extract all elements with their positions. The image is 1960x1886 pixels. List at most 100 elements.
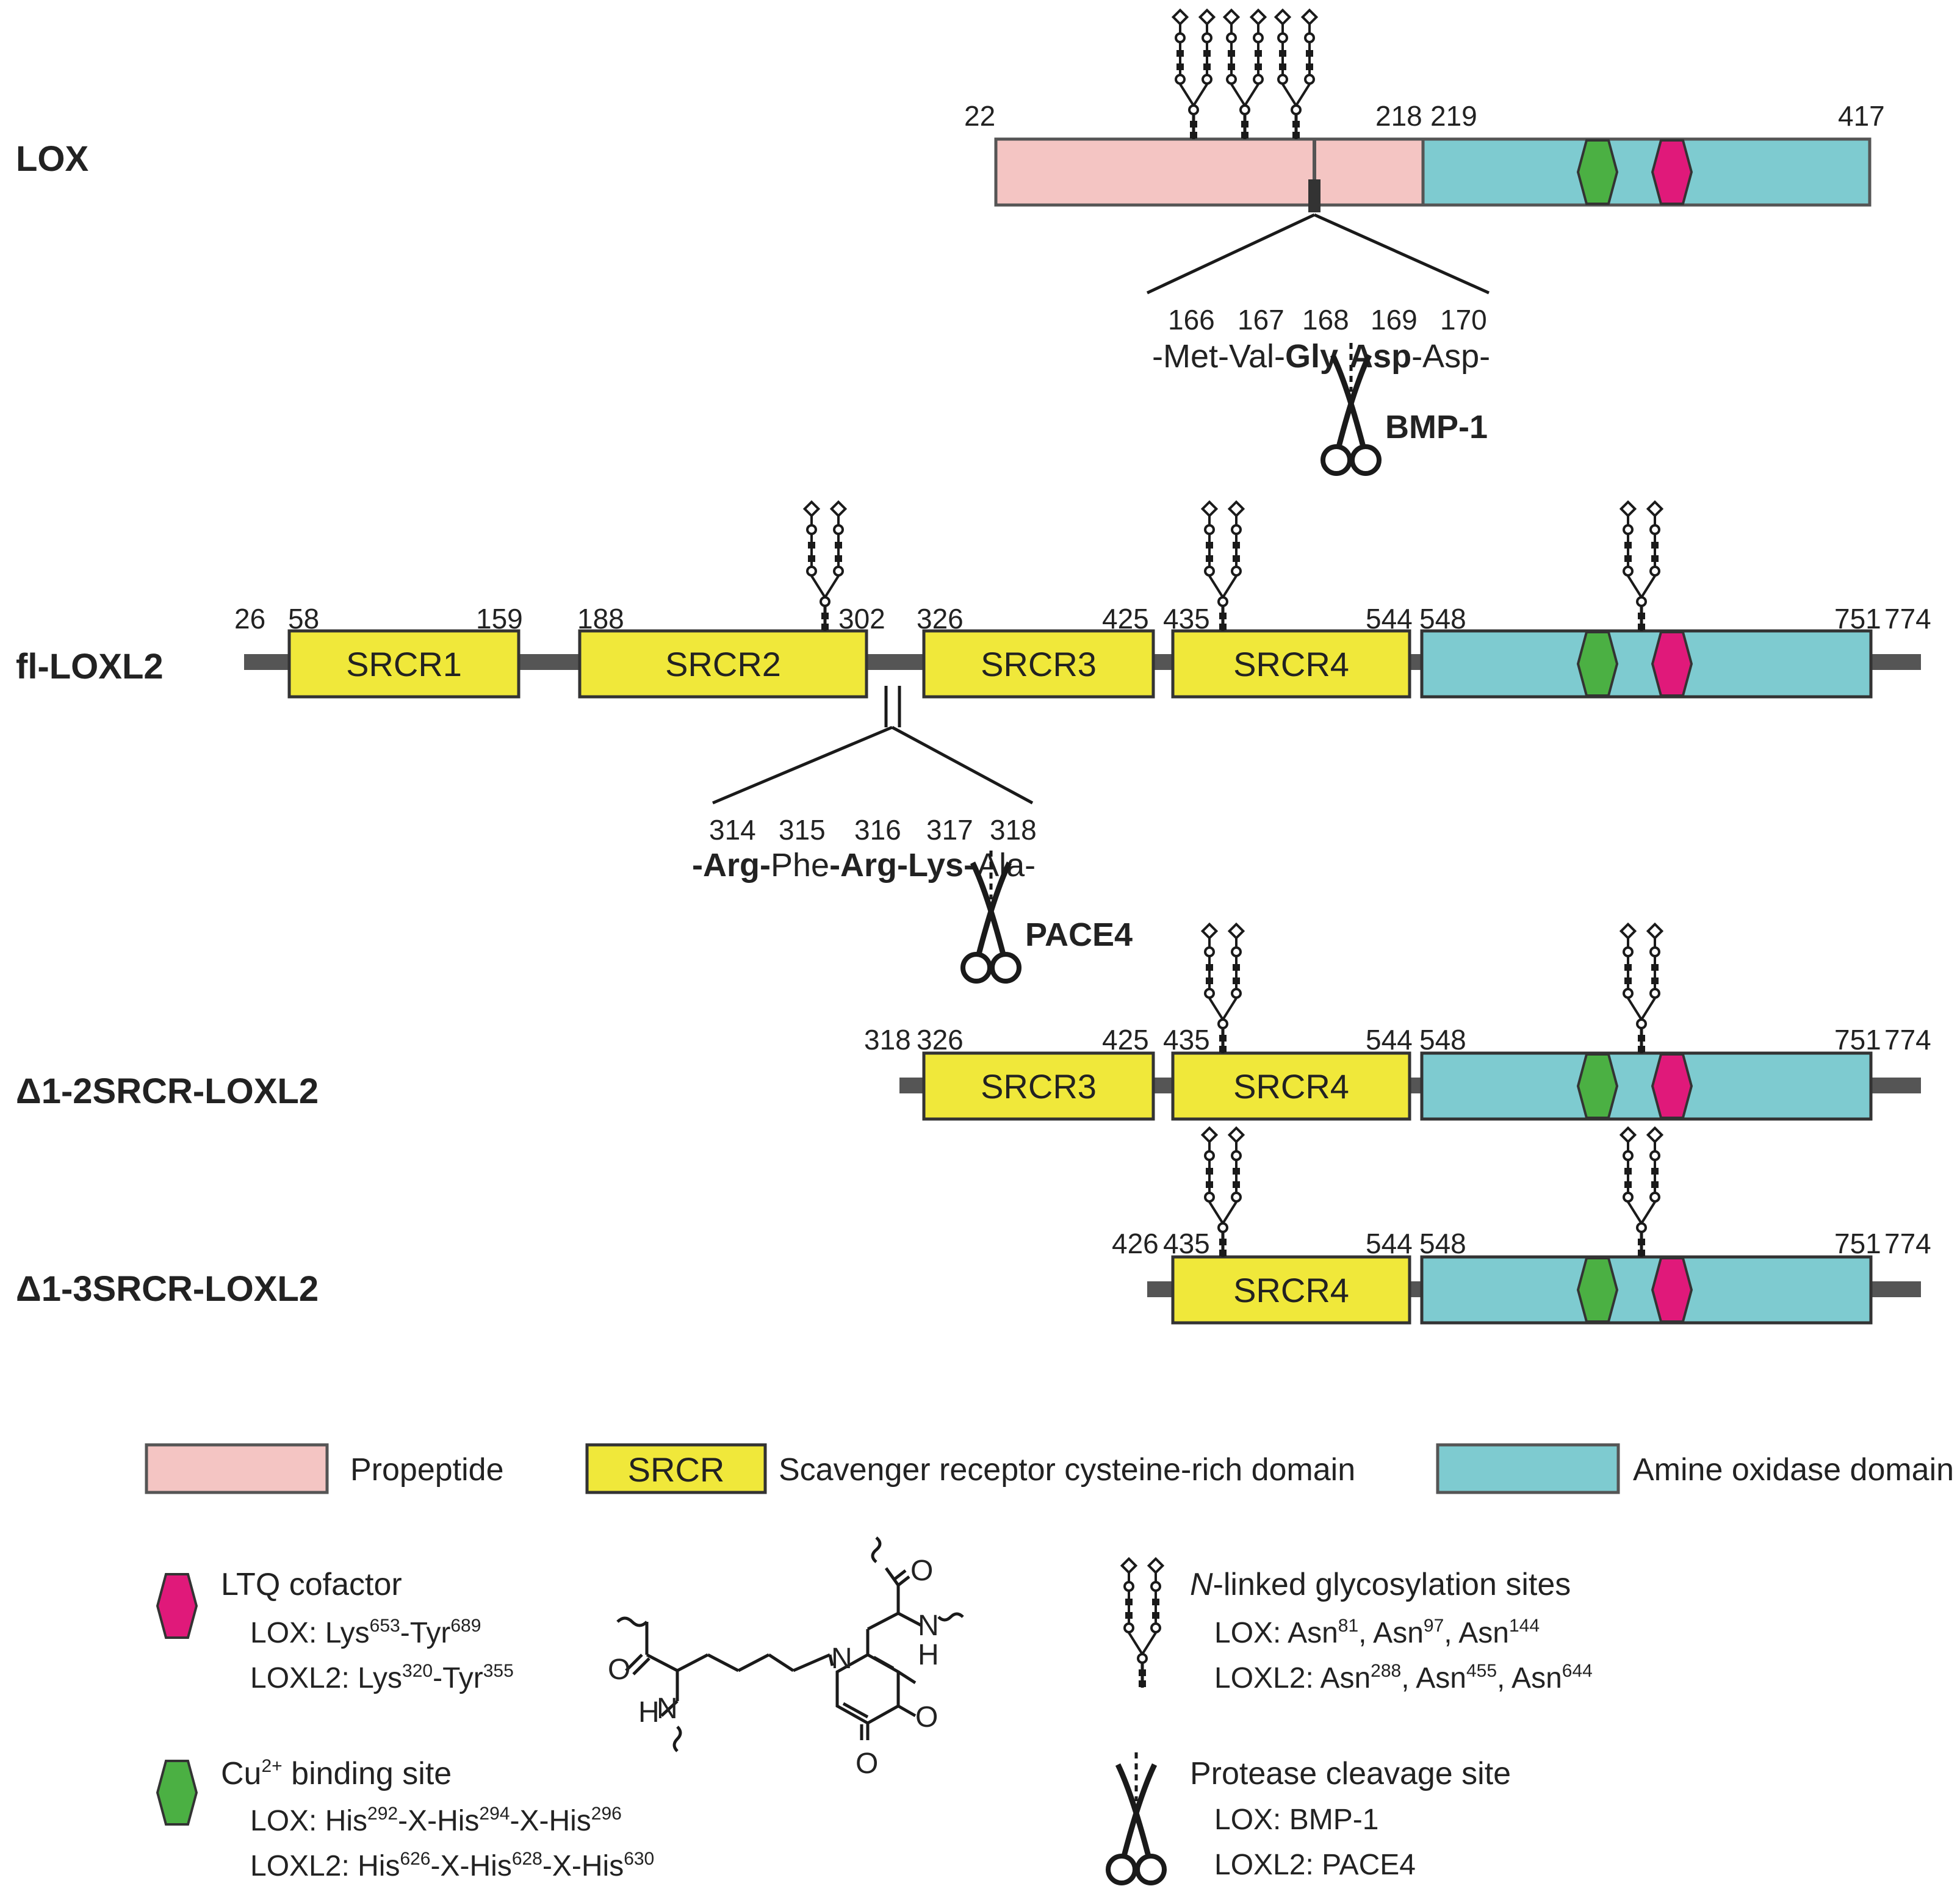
residue-number: 417: [1838, 100, 1885, 132]
svg-text:-Arg-Phe-Arg-Lys-Ala-: -Arg-Phe-Arg-Lys-Ala-: [692, 847, 1036, 884]
residue-number: 751: [1834, 1024, 1881, 1056]
srcr3-domain: [922, 1051, 1155, 1121]
glycosylation-icon: [1621, 1128, 1662, 1257]
legend-title: N-linked glycosylation sites: [1190, 1567, 1571, 1602]
srcr2-domain: [578, 629, 868, 699]
domain-label: SRCR1: [346, 645, 462, 683]
srcr4-domain: [1171, 1051, 1411, 1121]
row-fl-loxl2: fl-LOXL2 SRCR1 SRCR2 SRCR3 SRCR4 26 58 1…: [16, 502, 1931, 981]
row-label: LOX: [16, 139, 89, 179]
glycosylation-icon: [1621, 924, 1662, 1053]
residue-number: 315: [779, 814, 826, 846]
residue-number: 544: [1366, 603, 1413, 635]
legend-detail: LOXL2: Lys320-Tyr355: [250, 1661, 514, 1694]
domain-label: SRCR4: [1233, 1067, 1349, 1106]
residue-number: 774: [1884, 1024, 1931, 1056]
cu-binding-icon: [1577, 1257, 1618, 1323]
residue-number: 751: [1834, 603, 1881, 635]
residue-number: 159: [476, 603, 523, 635]
domain-label: SRCR2: [665, 645, 781, 683]
domain-label: SRCR3: [981, 1067, 1097, 1106]
enzyme-label: BMP-1: [1385, 409, 1488, 445]
row-label: Δ1-2SRCR-LOXL2: [16, 1071, 319, 1111]
residue-number: 188: [577, 603, 624, 635]
residue-number: 548: [1419, 1228, 1466, 1259]
legend-swatch-label: SRCR: [628, 1450, 725, 1489]
residue-number: 26: [234, 603, 265, 635]
enzyme-label: PACE4: [1025, 916, 1133, 953]
residue-number: 548: [1419, 1024, 1466, 1056]
ltq-cofactor-icon: [1651, 631, 1693, 697]
residue-number: 170: [1440, 304, 1487, 336]
svg-text:O: O: [608, 1654, 630, 1686]
amine-oxidase-domain: [1420, 1255, 1873, 1325]
glycosylation-icon: [1225, 10, 1266, 139]
legend-detail: LOXL2: PACE4: [1214, 1849, 1416, 1881]
svg-text:N: N: [918, 1610, 939, 1642]
srcr4-domain: [1171, 1255, 1411, 1325]
cu-binding-icon: [156, 1760, 198, 1826]
row-lox: LOX 22 218 219 417 166 167 168 169 170 -…: [16, 10, 1885, 473]
legend-title: Cu2+ binding site: [221, 1756, 452, 1791]
row-label: Δ1-3SRCR-LOXL2: [16, 1269, 319, 1309]
residue-number: 167: [1238, 304, 1284, 336]
amine-oxidase-domain: [1420, 629, 1873, 699]
ltq-structure-icon: [616, 1536, 964, 1752]
residue-number: 302: [838, 603, 885, 635]
legend: Propeptide SRCR Scavenger receptor cyste…: [145, 1443, 1954, 1883]
legend-detail: LOX: Asn81, Asn97, Asn144: [1214, 1616, 1540, 1649]
glycosylation-icon: [1621, 502, 1662, 631]
legend-detail: LOX: BMP-1: [1214, 1804, 1378, 1836]
legend-detail: LOXL2: His626-X-His628-X-His630: [250, 1849, 654, 1882]
amine-oxidase-domain: [1421, 137, 1872, 207]
amine-oxidase-swatch: [1436, 1443, 1620, 1494]
ltq-cofactor-icon: [156, 1573, 198, 1639]
residue-number: 435: [1163, 1228, 1210, 1259]
legend-detail: LOXL2: Asn288, Asn455, Asn644: [1214, 1661, 1593, 1694]
legend-label: Amine oxidase domain: [1633, 1452, 1954, 1488]
row-label: fl-LOXL2: [16, 647, 164, 686]
glycosylation-icon: [1276, 10, 1317, 139]
residue-number: 425: [1102, 603, 1149, 635]
residue-number: 326: [917, 603, 964, 635]
residue-number: 318: [864, 1024, 911, 1056]
residue-number: 317: [926, 814, 973, 846]
residue-number: 166: [1168, 304, 1215, 336]
ltq-cofactor-icon: [1651, 1257, 1693, 1323]
svg-text:H: H: [638, 1696, 660, 1729]
srcr4-domain: [1171, 629, 1411, 699]
svg-text:O: O: [856, 1747, 878, 1780]
svg-text:O: O: [910, 1555, 933, 1587]
residue-number: 314: [709, 814, 756, 846]
row-d12-loxl2: Δ1-2SRCR-LOXL2 SRCR3 SRCR4 318 326 425 4…: [16, 924, 1931, 1121]
residue-number: 169: [1371, 304, 1418, 336]
propeptide-domain: [994, 137, 1425, 207]
residue-number: 774: [1884, 603, 1931, 635]
svg-text:N: N: [831, 1643, 852, 1675]
legend-label: Propeptide: [350, 1452, 504, 1488]
residue-number: 318: [990, 814, 1037, 846]
loxl2-cleavage-sequence: 314 315 316 317 318 -Arg-Phe-Arg-Lys-Ala…: [692, 814, 1133, 981]
legend-title: LTQ cofactor: [221, 1567, 402, 1602]
residue-number: 435: [1163, 1024, 1210, 1056]
legend-title: Protease cleavage site: [1190, 1756, 1511, 1791]
domain-label: SRCR3: [981, 645, 1097, 683]
residue-number: 426: [1112, 1228, 1159, 1259]
svg-text:O: O: [915, 1701, 938, 1733]
legend-detail: LOX: Lys653-Tyr689: [250, 1616, 481, 1649]
row-d13-loxl2: Δ1-3SRCR-LOXL2 SRCR4 426 435 544 548 751…: [16, 1128, 1931, 1325]
glycosylation-icon: [1173, 10, 1214, 139]
legend-detail: LOX: His292-X-His294-X-His296: [250, 1804, 622, 1837]
domain-label: SRCR4: [1233, 1271, 1349, 1309]
srcr3-domain: [922, 629, 1155, 699]
residue-number: 219: [1430, 100, 1477, 132]
ltq-structure-labels: O H N N O N H O O: [608, 1555, 939, 1780]
glycosylation-icon: [1122, 1559, 1163, 1688]
svg-text:N: N: [657, 1693, 678, 1725]
amine-oxidase-domain: [1420, 1051, 1873, 1121]
residue-number: 435: [1163, 603, 1210, 635]
residue-number: 548: [1419, 603, 1466, 635]
